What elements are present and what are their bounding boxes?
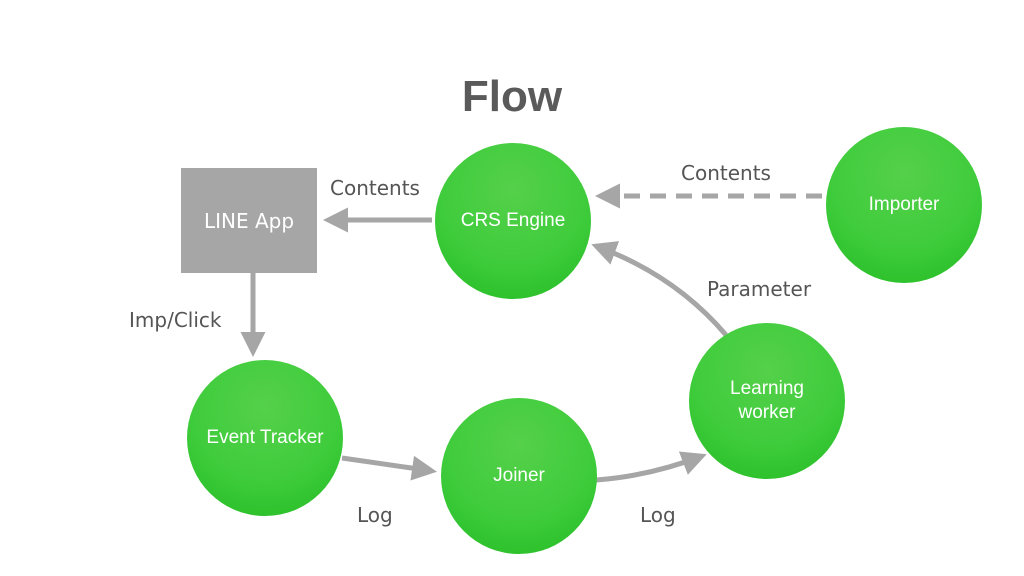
edge-label-crs-to-line-app: Contents <box>330 176 420 200</box>
edge-worker-to-crs <box>591 241 728 337</box>
slide-title: Flow <box>461 72 563 121</box>
node-event-tracker-label: Event Tracker <box>206 427 324 448</box>
edge-label-joiner-to-worker: Log <box>640 503 676 527</box>
node-learning-worker-label: Learning worker <box>730 378 804 423</box>
node-importer-label: Importer <box>868 194 940 215</box>
node-joiner: Joiner <box>441 398 597 554</box>
node-importer: Importer <box>826 127 982 283</box>
node-learning-worker: Learning worker <box>689 323 845 479</box>
edge-joiner-to-worker <box>595 451 707 483</box>
edge-tracker-to-joiner <box>341 455 437 481</box>
node-line-app: LINE App <box>181 168 317 273</box>
node-line-app-label: LINE App <box>203 208 295 233</box>
edge-label-line-app-to-tracker: Imp/Click <box>129 308 222 332</box>
edge-label-importer-to-crs: Contents <box>681 161 771 185</box>
node-crs-engine-label: CRS Engine <box>460 210 566 231</box>
node-event-tracker: Event Tracker <box>187 360 343 516</box>
node-crs-engine: CRS Engine <box>435 143 591 299</box>
edge-label-worker-to-crs: Parameter <box>707 277 812 301</box>
edge-label-tracker-to-joiner: Log <box>357 503 393 527</box>
node-joiner-label: Joiner <box>493 465 545 486</box>
